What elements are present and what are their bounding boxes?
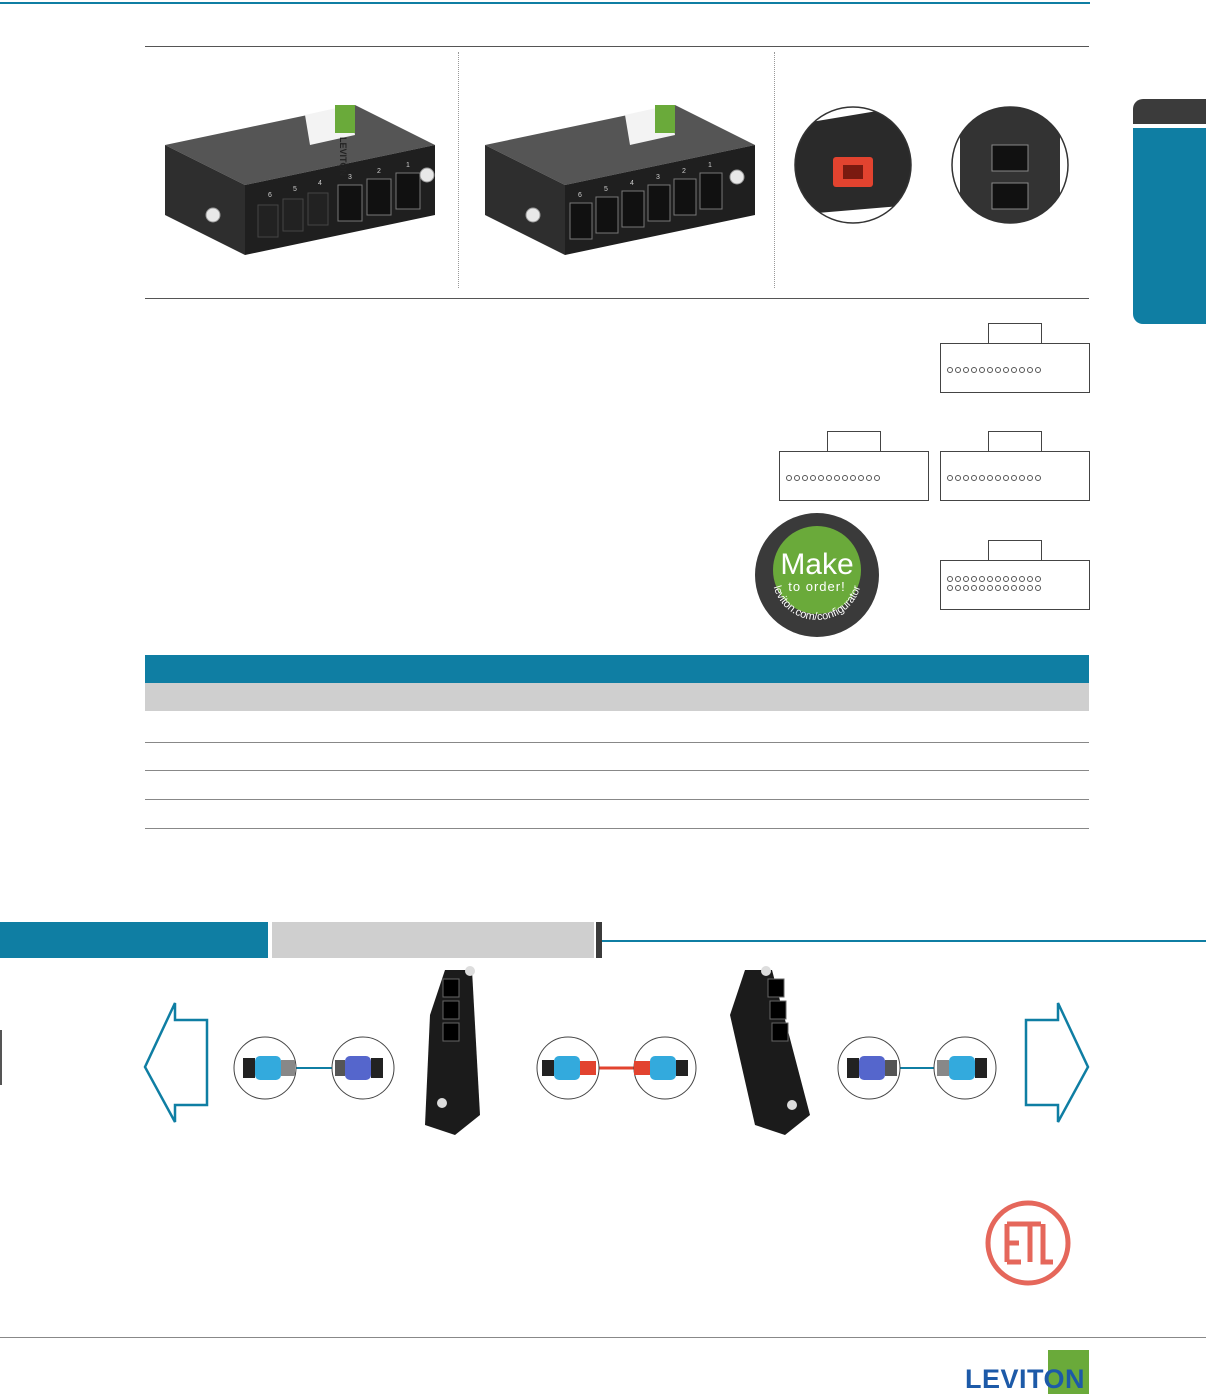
make-to-order-badge: Make to order! leviton.com/configurator: [755, 513, 879, 637]
table-row-rule: [145, 742, 1089, 743]
badge-big-text: Make: [780, 548, 853, 581]
channel-diagram: [143, 966, 1090, 1135]
table-subheader-bar: [145, 683, 1089, 711]
footer-rule: [0, 1337, 1206, 1338]
section-band-line: [602, 940, 1206, 942]
footer-logo: LEVITON: [965, 1364, 1086, 1394]
section-band-mark: [596, 922, 602, 958]
port-label: 2: [377, 168, 381, 175]
photo-divider-1: [458, 52, 459, 288]
section-band-blue: [0, 922, 268, 958]
table-row-rule: [145, 828, 1089, 829]
left-margin-bar: [0, 1030, 2, 1085]
port-label: 5: [293, 186, 297, 193]
side-tab-dark: [1133, 99, 1206, 124]
port-label: 5: [604, 186, 608, 193]
table-row-rule: [145, 799, 1089, 800]
port-label: 4: [318, 180, 322, 187]
cassette-photo-6port: 6 5 4 3 2 1: [485, 105, 755, 255]
port-label: 4: [630, 180, 634, 187]
arrow-left-icon: [143, 1002, 209, 1123]
port-label: 2: [682, 168, 686, 175]
section-band-gray: [272, 922, 594, 958]
port-label: 1: [406, 162, 410, 169]
port-label: 3: [348, 174, 352, 181]
detail-red-adapter: [794, 106, 912, 224]
badge-small-text: to order!: [788, 579, 845, 594]
photo-divider-2: [774, 52, 775, 288]
port-label: 6: [578, 192, 582, 199]
top-rule: [0, 2, 1090, 4]
table-row-rule: [145, 770, 1089, 771]
table-header-bar: [145, 655, 1089, 683]
port-label: 1: [708, 162, 712, 169]
detail-stacked-adapter: [951, 106, 1069, 224]
logo-accent-block: [1048, 1350, 1089, 1394]
photo-bottom-rule: [145, 298, 1089, 299]
etl-listed-icon: [985, 1200, 1071, 1286]
arrow-right-icon: [1024, 1002, 1090, 1123]
module-label-brand: LEVITON: [338, 137, 348, 176]
port-label: 6: [268, 192, 272, 199]
cassette-photo-3port: LEVITON 6 5 4 3 2 1: [165, 105, 435, 255]
photo-top-rule: [145, 46, 1089, 47]
side-tab: [1133, 128, 1206, 324]
port-label: 3: [656, 174, 660, 181]
